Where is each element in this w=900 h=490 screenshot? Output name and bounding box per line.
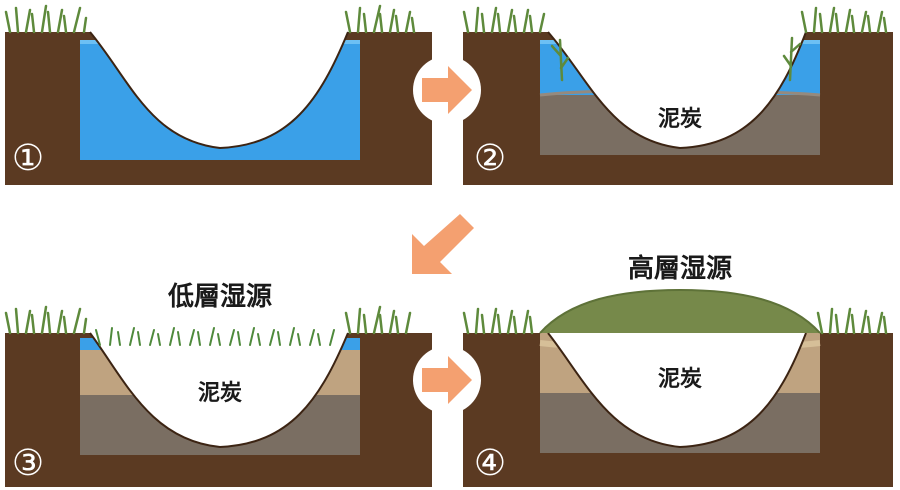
moss-mound	[540, 290, 820, 333]
arrow-right-icon	[413, 346, 481, 414]
water	[540, 40, 820, 95]
panel-3: 泥炭 低層湿源	[4, 282, 432, 487]
grass-tuft	[462, 307, 888, 335]
peat-label: 泥炭	[198, 380, 242, 406]
step-number: ①	[12, 138, 44, 179]
panel-4: 泥炭 高層湿源	[462, 253, 893, 487]
low-vegetation	[95, 327, 335, 346]
grass-tuft	[4, 305, 412, 335]
soil-bank	[463, 333, 893, 487]
panel-title: 低層湿源	[167, 282, 272, 312]
panel-2: 泥炭	[462, 6, 893, 185]
grass-tuft	[462, 6, 888, 82]
step-number: ④	[474, 443, 506, 484]
step-number: ③	[12, 443, 44, 484]
peat-layer	[540, 393, 820, 453]
water	[80, 40, 360, 160]
arrow-right-icon	[413, 56, 481, 124]
step-number: ②	[474, 138, 506, 179]
soil-bank	[5, 333, 432, 487]
peat-label: 泥炭	[658, 106, 702, 132]
soil-bank	[5, 32, 432, 185]
grass-tuft	[4, 4, 416, 34]
arrow-down-left-icon	[412, 214, 474, 274]
peat-label: 泥炭	[658, 366, 702, 392]
panel-1	[4, 4, 432, 185]
panel-title: 高層湿源	[628, 253, 732, 284]
